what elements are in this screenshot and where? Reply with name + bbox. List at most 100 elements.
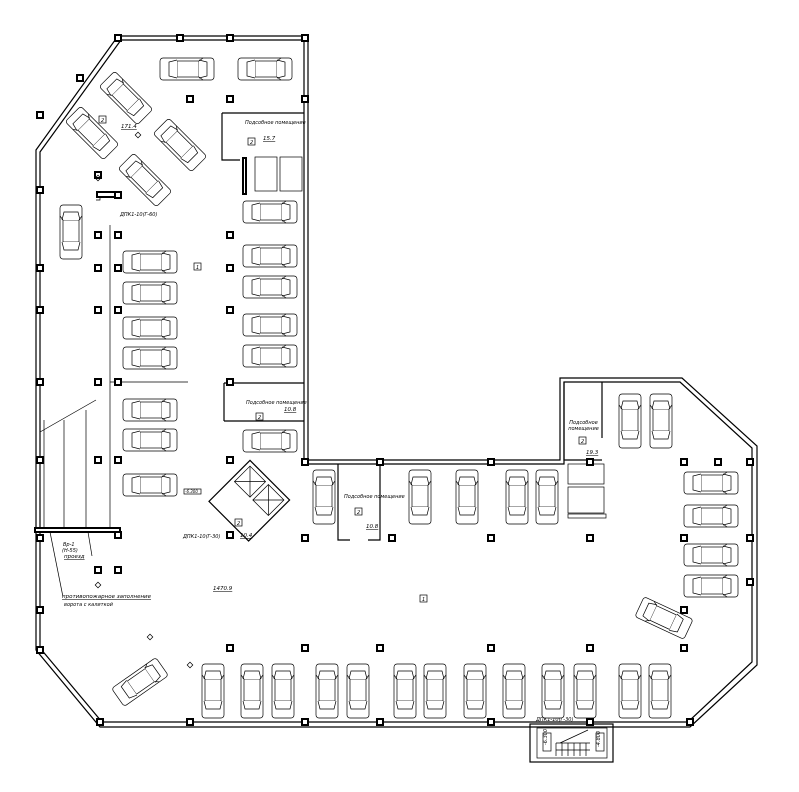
lift-area: 10.4 (240, 533, 253, 539)
column-icon (376, 644, 384, 652)
column-icon (680, 644, 688, 652)
gate-name: проезд (64, 554, 85, 560)
car-icon (242, 344, 298, 368)
column-icon (114, 566, 122, 574)
zone-number: 2 (357, 510, 360, 516)
room-center: Подсобное помещение 2 10.8 (337, 464, 405, 541)
car-icon (122, 428, 178, 452)
room-right-label: Подсобное помещение (568, 420, 599, 432)
gate-note-2: ворота с калиткой (64, 602, 114, 608)
zone-number: 2 (101, 118, 104, 124)
column-icon (714, 458, 722, 466)
zone-number: 2 (250, 140, 253, 146)
column-icon (686, 718, 694, 726)
room-center-label: Подсобное помещение (344, 494, 405, 500)
column-icon (36, 606, 44, 614)
column-icon (94, 456, 102, 464)
column-icon (36, 456, 44, 464)
column-icon (36, 264, 44, 272)
column-icon (226, 306, 234, 314)
gate-note-1: противопожарное заполнение (62, 594, 152, 600)
column-icon (36, 378, 44, 386)
column-icon (114, 264, 122, 272)
car-icon (122, 316, 178, 340)
car-icon (242, 313, 298, 337)
column-icon (94, 264, 102, 272)
stair-level-right: -4.800 (596, 731, 602, 747)
door-label-lift: ДПК1-10(Г-30) (182, 534, 220, 540)
column-icon (36, 186, 44, 194)
zone-number: 2 (237, 521, 240, 527)
column-icon (94, 566, 102, 574)
column-icon (586, 534, 594, 542)
zone-number: 1 (196, 265, 199, 271)
gate-size: (Н-55) (62, 548, 78, 554)
room-center-area: 10.8 (366, 524, 379, 530)
car-icon (59, 204, 83, 260)
column-icon (226, 231, 234, 239)
column-icon (301, 718, 309, 726)
column-icon (301, 644, 309, 652)
column-icon (114, 378, 122, 386)
column-icon (176, 34, 184, 42)
column-icon (388, 534, 396, 542)
car-icon (505, 469, 529, 525)
parking-spaces (59, 57, 739, 719)
car-icon (635, 597, 693, 639)
car-icon (315, 663, 339, 719)
car-icon (502, 663, 526, 719)
lift-core (208, 459, 291, 542)
zone-number: 2 (581, 439, 584, 445)
door-label-bottom: ДПК1-10(Г-30) (535, 717, 573, 723)
column-icon (680, 606, 688, 614)
car-icon (122, 250, 178, 274)
car-icon (122, 281, 178, 305)
column-icon (94, 231, 102, 239)
column-icon (226, 264, 234, 272)
car-icon (649, 393, 673, 449)
column-icon (746, 578, 754, 586)
room-right-area: 19.3 (586, 450, 599, 456)
car-icon (201, 663, 225, 719)
car-icon (346, 663, 370, 719)
column-icon (376, 458, 384, 466)
car-icon (455, 469, 479, 525)
column-icon (36, 111, 44, 119)
room-right: Подсобное помещение 2 19.3 (563, 382, 607, 519)
car-icon (408, 469, 432, 525)
column-icon (94, 378, 102, 386)
column-icon (76, 74, 84, 82)
column-icon (376, 718, 384, 726)
car-icon (122, 346, 178, 370)
column-icon (226, 95, 234, 103)
column-icon (36, 306, 44, 314)
room-middle: Подсобное помещение 2 10.8 (223, 382, 307, 422)
column-icon (226, 34, 234, 42)
column-icon (226, 644, 234, 652)
column-icon (586, 718, 594, 726)
column-icon (226, 456, 234, 464)
column-icon (586, 644, 594, 652)
drain-icon (94, 174, 102, 182)
car-icon (618, 663, 642, 719)
column-icon (301, 95, 309, 103)
drain-icon (146, 633, 154, 641)
column-icon (487, 534, 495, 542)
drain-icon (94, 581, 102, 589)
column-icon (487, 458, 495, 466)
car-icon (159, 57, 215, 81)
column-icon (226, 531, 234, 539)
stair-block: -6.300 -4.800 ДПК1-10(Г-30) (529, 717, 614, 763)
drain-icon (134, 131, 142, 139)
room-middle-area: 10.8 (284, 407, 297, 413)
car-icon (683, 543, 739, 567)
column-icon (746, 534, 754, 542)
car-icon (541, 663, 565, 719)
parking-main-area: 1470.9 (213, 586, 233, 592)
column-icon (94, 306, 102, 314)
gate-mark: Вр-1 (63, 542, 75, 548)
room-middle-label: Подсобное помещение (246, 400, 307, 406)
column-icon (186, 718, 194, 726)
column-icon (487, 718, 495, 726)
zone-number: 1 (422, 597, 425, 603)
